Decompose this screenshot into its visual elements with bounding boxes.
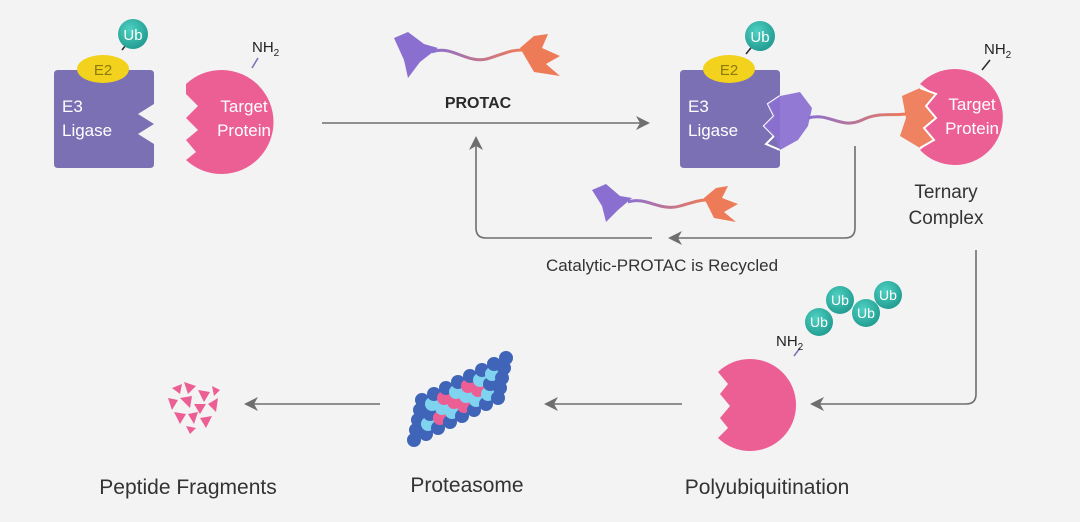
arrow-to-polyubiquitination	[810, 250, 977, 411]
e3-label-line1: E3	[62, 97, 83, 116]
nh2-subscript: 2	[274, 48, 280, 59]
peptide-fragment	[200, 416, 212, 428]
polyub-nh2-subscript: 2	[798, 342, 804, 353]
proteasome-bead	[499, 351, 513, 365]
ternary-target-protein-shape	[920, 68, 1003, 166]
polyubiquitination-label: Polyubiquitination	[685, 476, 850, 499]
ternary-ub-icon	[745, 21, 775, 51]
peptide-fragment	[180, 396, 192, 408]
peptide-fragment	[186, 426, 196, 434]
polyubiquitinated-protein-group: NH2 Ub Ub Ub Ub	[718, 281, 902, 451]
peptide-fragment	[174, 412, 186, 424]
recycle-arrow-part2	[469, 136, 652, 239]
peptide-fragment	[194, 404, 206, 414]
target-label-line2: Protein	[217, 121, 271, 140]
recycled-label: Catalytic-PROTAC is Recycled	[546, 256, 778, 275]
recycle-arrow-part1	[668, 146, 856, 245]
polyub-ub-icon-3	[852, 299, 880, 327]
proteasome-label: Proteasome	[410, 474, 523, 497]
peptide-fragment	[212, 386, 220, 396]
e3-label-line2: Ligase	[62, 121, 112, 140]
protac-molecule	[394, 32, 560, 78]
polyub-ub-label-2: Ub	[831, 292, 849, 308]
polyub-ub-label-4: Ub	[879, 287, 897, 303]
peptide-fragment	[184, 382, 196, 394]
e3-ligase-shape	[54, 70, 154, 168]
ternary-nh2-subscript: 2	[1006, 50, 1012, 61]
ub-label: Ub	[123, 27, 142, 44]
free-target-protein-group: NH2 Target Protein	[186, 39, 280, 174]
free-e3-ligase-group: E2 Ub E3 Ligase	[54, 19, 154, 168]
polyub-ub-label-1: Ub	[810, 314, 828, 330]
ternary-label-line1: Ternary	[914, 182, 978, 203]
polyub-ub-icon-4	[874, 281, 902, 309]
svg-text:NH2: NH2	[252, 39, 280, 59]
ternary-target-label-line2: Protein	[945, 119, 999, 138]
polyub-ub-icon-2	[826, 286, 854, 314]
ternary-label-line2: Complex	[909, 208, 984, 229]
e2-enzyme	[77, 55, 129, 83]
ternary-target-label-line1: Target	[948, 95, 996, 114]
ternary-e3-ligase-shape	[680, 70, 780, 168]
ternary-complex-group: E2 Ub E3 Ligase NH2 Target Protein	[680, 21, 1012, 168]
polyub-nh2-label: NH	[776, 333, 798, 350]
peptide-fragment	[188, 412, 198, 424]
ternary-e3-label-line1: E3	[688, 97, 709, 116]
e2-label: E2	[94, 62, 112, 79]
target-protein-shape	[186, 70, 274, 174]
protac-label: PROTAC	[445, 95, 512, 112]
ternary-ub-label: Ub	[750, 29, 769, 46]
ternary-e3-label-line2: Ligase	[688, 121, 738, 140]
peptide-fragment	[168, 398, 178, 410]
proteasome-icon	[407, 351, 513, 447]
polyub-ub-label-3: Ub	[857, 305, 875, 321]
ternary-e2-enzyme	[703, 55, 755, 83]
nh2-label: NH	[252, 39, 274, 56]
svg-text:NH2: NH2	[776, 333, 804, 353]
peptide-fragments-icon	[168, 382, 220, 434]
polyub-ub-icon-1	[805, 308, 833, 336]
recycled-protac-molecule	[592, 184, 738, 222]
ternary-nh2-label: NH	[984, 41, 1006, 58]
peptide-fragment	[172, 384, 182, 394]
ub-icon	[118, 19, 148, 49]
peptide-fragments-label: Peptide Fragments	[99, 476, 276, 499]
polyub-protein-shape	[718, 359, 797, 451]
peptide-fragment	[198, 390, 210, 402]
ternary-e2-label: E2	[720, 62, 738, 79]
peptide-fragment	[208, 398, 218, 412]
target-label-line1: Target	[220, 97, 268, 116]
svg-text:NH2: NH2	[984, 41, 1012, 61]
